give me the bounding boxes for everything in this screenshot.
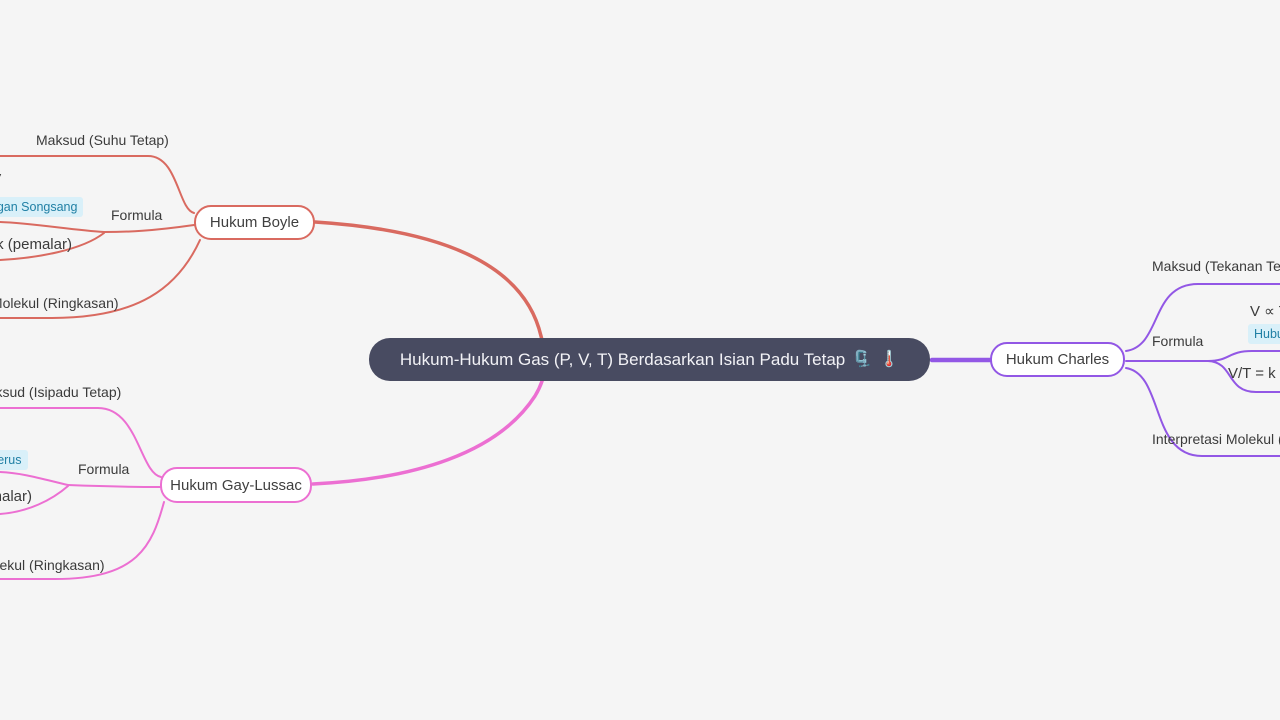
root-topic-label: Hukum-Hukum Gas (P, V, T) Berdasarkan Is… — [399, 349, 846, 369]
boyle-formula-label[interactable]: Formula — [111, 207, 163, 223]
gaylussac-interpretasi-line — [0, 501, 165, 580]
boyle-maksud-line — [0, 155, 195, 214]
gaylussac-maksud-label[interactable]: Maksud (Isipadu Tetap) — [0, 384, 122, 400]
topic-hukum-boyle[interactable]: Hukum Boyle — [194, 205, 315, 240]
gaylussac-root-connector — [311, 362, 548, 486]
charles-interpretasi-line — [1125, 367, 1280, 457]
root-topic[interactable]: Hukum-Hukum Gas (P, V, T) Berdasarkan Is… — [369, 338, 930, 381]
charles-formula-rel-line — [1207, 350, 1280, 362]
charles-formula-rel-text[interactable]: V ∝ T — [1250, 303, 1280, 320]
topic-hukum-charles-label: Hukum Charles — [1005, 351, 1110, 368]
clamp-icon: 🗜️ — [852, 350, 873, 368]
charles-maksud-label[interactable]: Maksud (Tekanan Tetap) — [1152, 258, 1280, 274]
topic-hukum-charles[interactable]: Hukum Charles — [990, 342, 1125, 377]
boyle-interpretasi-line — [0, 239, 201, 319]
gaylussac-formula-rel-line — [0, 471, 69, 486]
charles-interpretasi-label[interactable]: Interpretasi Molekul (Ringkasan) — [1152, 431, 1280, 447]
charles-formula-const-text[interactable]: V/T = k (pemalar) — [1228, 365, 1280, 382]
gaylussac-maksud-line — [0, 407, 162, 478]
boyle-formula-rel-text[interactable]: P ∝ 1/V — [0, 170, 1, 188]
boyle-interpretasi-label[interactable]: Interpretasi Molekul (Ringkasan) — [0, 295, 119, 311]
gaylussac-formula-line — [67, 484, 161, 488]
charles-maksud-line — [1125, 283, 1280, 352]
boyle-formula-rel-line — [0, 221, 105, 233]
topic-hukum-boyle-label: Hukum Boyle — [209, 214, 300, 231]
boyle-formula-const-line — [0, 232, 105, 261]
gaylussac-formula-const-line — [0, 485, 69, 515]
boyle-formula-rel-tag[interactable]: Hubungan Songsang — [0, 197, 84, 218]
boyle-formula-const-text[interactable]: PV = k (pemalar) — [0, 236, 72, 253]
boyle-formula-line — [103, 224, 195, 233]
charles-formula-const-line — [1207, 360, 1280, 393]
gaylussac-formula-const-text[interactable]: P/T = k (pemalar) — [0, 488, 33, 505]
thermometer-icon: 🌡️ — [879, 350, 900, 368]
gaylussac-interpretasi-label[interactable]: Interpretasi Molekul (Ringkasan) — [0, 557, 105, 573]
boyle-maksud-label[interactable]: Maksud (Suhu Tetap) — [36, 132, 169, 148]
charles-formula-label[interactable]: Formula — [1152, 333, 1204, 349]
topic-hukum-gay-lussac[interactable]: Hukum Gay-Lussac — [160, 467, 312, 503]
charles-formula-rel-tag[interactable]: Hubungan Terus — [1248, 324, 1280, 345]
gaylussac-formula-rel-tag[interactable]: Hubungan Terus — [0, 450, 28, 471]
gaylussac-formula-label[interactable]: Formula — [78, 461, 130, 477]
topic-hukum-gay-lussac-label: Hukum Gay-Lussac — [170, 476, 302, 494]
